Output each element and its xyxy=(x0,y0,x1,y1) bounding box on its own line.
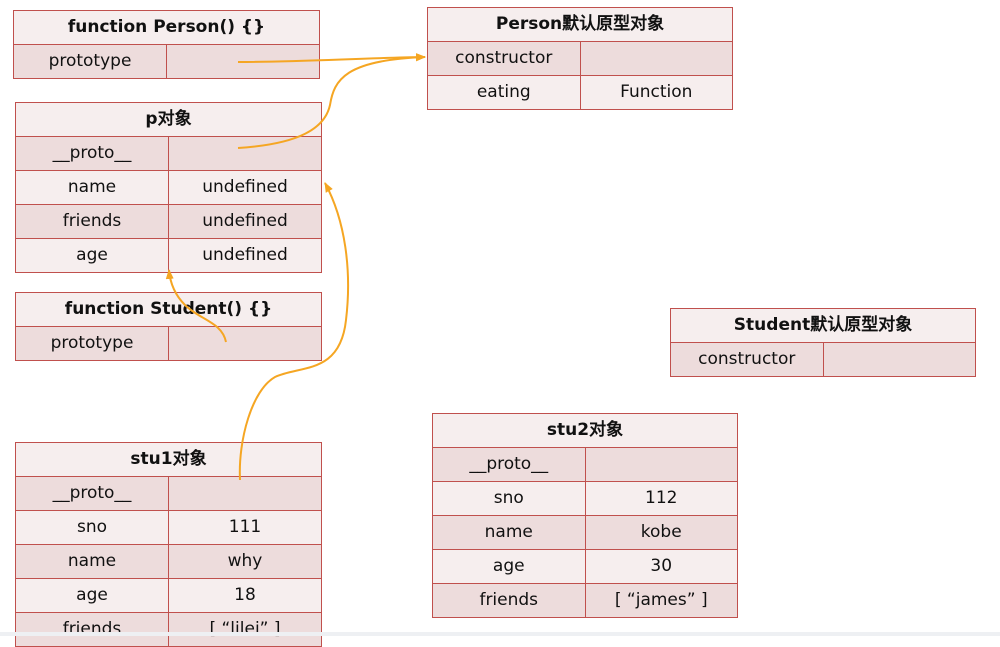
stu2-age-value: 30 xyxy=(650,556,673,576)
person-function-table: function Person() {} prototype xyxy=(13,10,320,79)
table-row: sno 112 xyxy=(433,482,737,516)
person-proto-constructor-value xyxy=(581,42,733,75)
person-proto-eating-value: Function xyxy=(620,82,693,102)
stu2-proto-key: __proto__ xyxy=(433,448,586,481)
stu1-name-value: why xyxy=(227,551,263,571)
table-row: prototype xyxy=(16,327,321,360)
person-proto-eating-key: eating xyxy=(428,76,581,109)
person-prototype-key: prototype xyxy=(14,45,167,78)
student-prototype-title: Student默认原型对象 xyxy=(671,309,975,343)
person-prototype-title: Person默认原型对象 xyxy=(428,8,732,42)
table-row: __proto__ xyxy=(16,477,321,511)
p-proto-key: __proto__ xyxy=(16,137,169,170)
p-name-value: undefined xyxy=(202,177,288,197)
stu1-proto-value xyxy=(169,477,321,510)
table-row: __proto__ xyxy=(433,448,737,482)
p-object-title: p对象 xyxy=(16,103,321,137)
stu2-sno-key: sno xyxy=(433,482,586,515)
table-row: age 18 xyxy=(16,579,321,613)
student-proto-constructor-value xyxy=(824,343,976,376)
p-name-key: name xyxy=(16,171,169,204)
table-row: __proto__ xyxy=(16,137,321,171)
student-prototype-key: prototype xyxy=(16,327,169,360)
stu2-name-key: name xyxy=(433,516,586,549)
table-row: age undefined xyxy=(16,239,321,272)
stu2-friends-key: friends xyxy=(433,584,586,617)
stu2-friends-value: [ “james” ] xyxy=(614,590,708,610)
table-row: sno 111 xyxy=(16,511,321,545)
p-friends-value: undefined xyxy=(202,211,288,231)
stu1-name-key: name xyxy=(16,545,169,578)
table-row: prototype xyxy=(14,45,319,78)
person-function-title: function Person() {} xyxy=(14,11,319,45)
p-age-value: undefined xyxy=(202,245,288,265)
table-row: friends undefined xyxy=(16,205,321,239)
p-friends-key: friends xyxy=(16,205,169,238)
stu1-age-key: age xyxy=(16,579,169,612)
stu1-sno-key: sno xyxy=(16,511,169,544)
table-row: name kobe xyxy=(433,516,737,550)
table-row: friends [ “james” ] xyxy=(433,584,737,617)
bottom-scroll-strip xyxy=(0,632,1000,636)
stu1-friends-value: [ “lilei” ] xyxy=(209,619,281,639)
table-row: friends [ “lilei” ] xyxy=(16,613,321,646)
stu1-object-table: stu1对象 __proto__ sno 111 name why age 18… xyxy=(15,442,322,647)
stu1-sno-value: 111 xyxy=(228,517,262,537)
stu2-object-title: stu2对象 xyxy=(433,414,737,448)
person-prototype-value xyxy=(167,45,319,78)
stu2-name-value: kobe xyxy=(640,522,682,542)
p-proto-value xyxy=(169,137,321,170)
stu1-proto-key: __proto__ xyxy=(16,477,169,510)
student-function-table: function Student() {} prototype xyxy=(15,292,322,361)
table-row: name undefined xyxy=(16,171,321,205)
stu1-friends-key: friends xyxy=(16,613,169,646)
person-proto-constructor-key: constructor xyxy=(428,42,581,75)
table-row: constructor xyxy=(671,343,975,376)
student-function-title: function Student() {} xyxy=(16,293,321,327)
stu2-age-key: age xyxy=(433,550,586,583)
stu1-age-value: 18 xyxy=(234,585,256,605)
p-object-table: p对象 __proto__ name undefined friends und… xyxy=(15,102,322,273)
table-row: name why xyxy=(16,545,321,579)
table-row: constructor xyxy=(428,42,732,76)
table-row: eating Function xyxy=(428,76,732,109)
person-prototype-table: Person默认原型对象 constructor eating Function xyxy=(427,7,733,110)
student-proto-constructor-key: constructor xyxy=(671,343,824,376)
p-age-key: age xyxy=(16,239,169,272)
stu1-object-title: stu1对象 xyxy=(16,443,321,477)
table-row: age 30 xyxy=(433,550,737,584)
stu2-object-table: stu2对象 __proto__ sno 112 name kobe age 3… xyxy=(432,413,738,618)
student-prototype-value xyxy=(169,327,321,360)
student-prototype-table: Student默认原型对象 constructor xyxy=(670,308,976,377)
stu2-sno-value: 112 xyxy=(645,488,678,508)
stu2-proto-value xyxy=(586,448,738,481)
